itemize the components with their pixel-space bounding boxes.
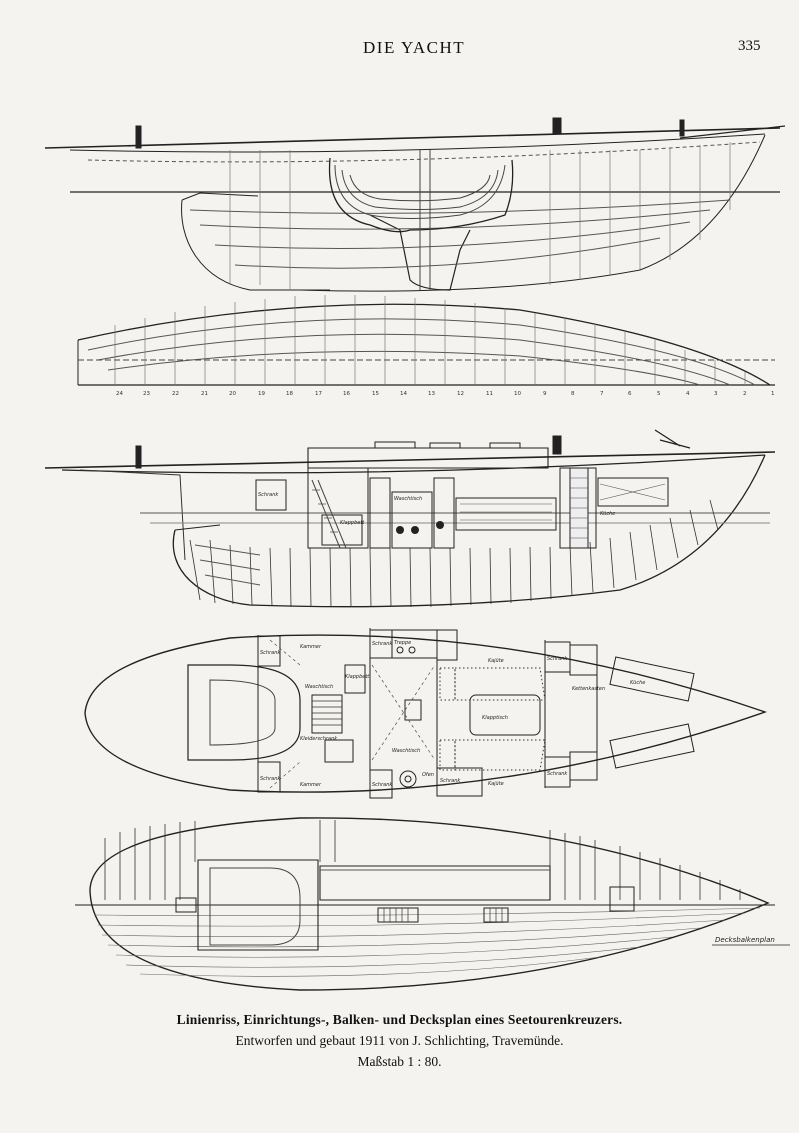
section-number: 17 bbox=[315, 391, 322, 397]
section-number: 6 bbox=[628, 391, 632, 397]
section-number: 16 bbox=[343, 391, 350, 397]
label-waschtisch: Waschtisch bbox=[305, 684, 333, 690]
section-number: 12 bbox=[457, 391, 464, 397]
caption-scale: Maßstab 1 : 80. bbox=[357, 1054, 442, 1069]
caption-designer: Entworfen und gebaut 1911 von J. Schlich… bbox=[235, 1033, 564, 1048]
label-schrank: Schrank bbox=[440, 778, 461, 784]
label-kammer: Kammer bbox=[300, 644, 322, 650]
label-schrank: Schrank bbox=[258, 492, 279, 498]
section-number: 9 bbox=[543, 391, 547, 397]
section-number: 1 bbox=[771, 391, 775, 397]
section-number: 18 bbox=[286, 391, 293, 397]
sheer-plan-drawing bbox=[45, 118, 785, 291]
section-number: 8 bbox=[571, 391, 575, 397]
section-number: 20 bbox=[229, 391, 236, 397]
accommodation-plan-drawing bbox=[85, 628, 765, 798]
label-kuche: Küche bbox=[600, 511, 615, 517]
label-schrank: Schrank bbox=[372, 782, 393, 788]
figure-caption: Linienriss, Einrichtungs-, Balken- und D… bbox=[0, 1012, 799, 1070]
label-schrank: Schrank bbox=[260, 776, 281, 782]
section-number: 13 bbox=[428, 391, 435, 397]
label-kleiderschrank: Kleiderschrank bbox=[300, 736, 338, 742]
section-number: 11 bbox=[486, 391, 493, 397]
section-number: 3 bbox=[714, 391, 718, 397]
label-schrank: Schrank bbox=[547, 656, 568, 662]
section-number: 4 bbox=[686, 391, 690, 397]
accommodation-labels: Schrank Schrank Kammer Kammer Klappbett … bbox=[260, 640, 645, 788]
label-waschtisch: Waschtisch bbox=[392, 748, 420, 754]
section-numbers: 24 23 22 21 20 19 18 17 16 15 14 13 12 1… bbox=[116, 391, 775, 397]
section-number: 22 bbox=[172, 391, 179, 397]
label-klapptisch: Klapptisch bbox=[482, 715, 508, 721]
section-number: 5 bbox=[657, 391, 661, 397]
page-header: DIE YACHT 335 bbox=[0, 38, 799, 68]
label-kuche: Küche bbox=[630, 680, 645, 686]
label-treppe: Treppe bbox=[394, 640, 411, 646]
section-number: 21 bbox=[201, 391, 208, 397]
label-klappbett: Klappbett bbox=[345, 674, 370, 680]
inboard-labels: Schrank Klappbett Waschtisch Küche bbox=[258, 492, 615, 526]
section-number: 2 bbox=[743, 391, 747, 397]
label-ofen: Ofen bbox=[422, 772, 434, 778]
section-number: 24 bbox=[116, 391, 123, 397]
running-title: DIE YACHT bbox=[363, 38, 466, 57]
label-kajute: Kajüte bbox=[488, 658, 504, 664]
section-number: 14 bbox=[400, 391, 407, 397]
half-breadth-plan-drawing bbox=[78, 295, 775, 385]
caption-title: Linienriss, Einrichtungs-, Balken- und D… bbox=[176, 1012, 623, 1027]
page-number: 335 bbox=[738, 38, 761, 54]
label-kajute: Kajüte bbox=[488, 781, 504, 787]
section-number: 7 bbox=[600, 391, 604, 397]
label-schrank: Schrank bbox=[372, 641, 393, 647]
label-klappbett: Klappbett bbox=[340, 520, 365, 526]
label-waschtisch: Waschtisch bbox=[394, 496, 422, 502]
label-schrank: Schrank bbox=[260, 650, 281, 656]
label-schrank: Schrank bbox=[547, 771, 568, 777]
section-number: 19 bbox=[258, 391, 265, 397]
deck-beam-plan-label: Decksbalkenplan bbox=[715, 936, 775, 944]
section-number: 23 bbox=[143, 391, 150, 397]
deck-beam-plan-drawing bbox=[75, 818, 775, 990]
section-number: 15 bbox=[372, 391, 379, 397]
section-number: 10 bbox=[514, 391, 521, 397]
label-kettenkasten: Kettenkasten bbox=[572, 686, 605, 692]
label-kammer: Kammer bbox=[300, 782, 322, 788]
inboard-profile-drawing bbox=[45, 430, 775, 607]
